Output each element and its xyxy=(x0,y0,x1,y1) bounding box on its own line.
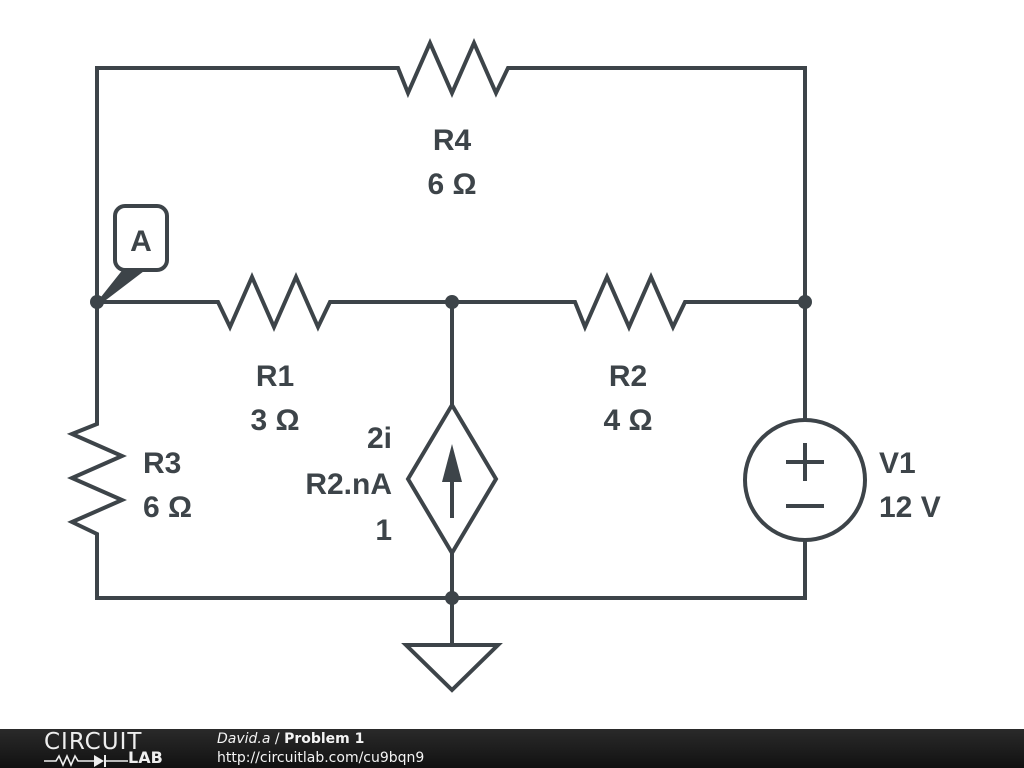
current-arrow-head-icon xyxy=(442,444,462,482)
r3-value-label: 6 Ω xyxy=(143,491,192,524)
wire-left-lower xyxy=(95,544,454,600)
wire-v1-bottom xyxy=(450,538,807,600)
v1-value-label: 12 V xyxy=(879,491,941,524)
wire-top-left xyxy=(95,66,387,304)
r4-name-label: R4 xyxy=(433,124,472,157)
source-control-label: R2.nA xyxy=(305,468,392,501)
logo-resistor-diode-icon xyxy=(44,754,128,767)
r3-name-label: R3 xyxy=(143,447,181,480)
circuit-schematic: R4 6 Ω R1 3 Ω R2 4 Ω R3 6 Ω 2i R2.nA 1 V… xyxy=(66,38,941,693)
title-separator: / xyxy=(270,731,285,747)
footer-bar: CIRCUIT LAB David.a / Problem 1 http://c… xyxy=(0,729,1024,768)
r4-value-label: 6 Ω xyxy=(427,168,476,201)
source-gain-label: 2i xyxy=(367,422,392,455)
circuit-url-link[interactable]: http://circuitlab.com/cu9bqn9 xyxy=(217,750,425,766)
r1-value-label: 3 Ω xyxy=(250,404,299,437)
node-center-junction xyxy=(445,295,459,309)
footer-title-line: David.a / Problem 1 xyxy=(217,730,364,748)
v1-name-label: V1 xyxy=(879,447,916,480)
logo-circuit-text[interactable]: CIRCUIT xyxy=(44,729,143,755)
r2-value-label: 4 Ω xyxy=(603,404,652,437)
ground-icon[interactable] xyxy=(401,643,503,693)
node-ground-junction xyxy=(445,591,459,605)
resistor-r1[interactable] xyxy=(208,272,342,332)
author-link[interactable]: David.a xyxy=(217,731,271,747)
resistor-r4[interactable] xyxy=(385,38,518,99)
logo-lab-text: LAB xyxy=(128,748,163,767)
r1-name-label: R1 xyxy=(256,360,294,393)
node-right-junction xyxy=(798,295,812,309)
circuit-title[interactable]: Problem 1 xyxy=(284,731,365,747)
resistor-r3[interactable] xyxy=(66,412,127,546)
r2-name-label: R2 xyxy=(609,360,647,393)
source-extra-label: 1 xyxy=(375,514,392,547)
node-label-pointer xyxy=(97,268,148,302)
node-label-a: A xyxy=(130,225,152,258)
resistor-r2[interactable] xyxy=(563,272,697,333)
node-label-box[interactable] xyxy=(113,204,169,272)
wire-top-right xyxy=(516,66,807,304)
